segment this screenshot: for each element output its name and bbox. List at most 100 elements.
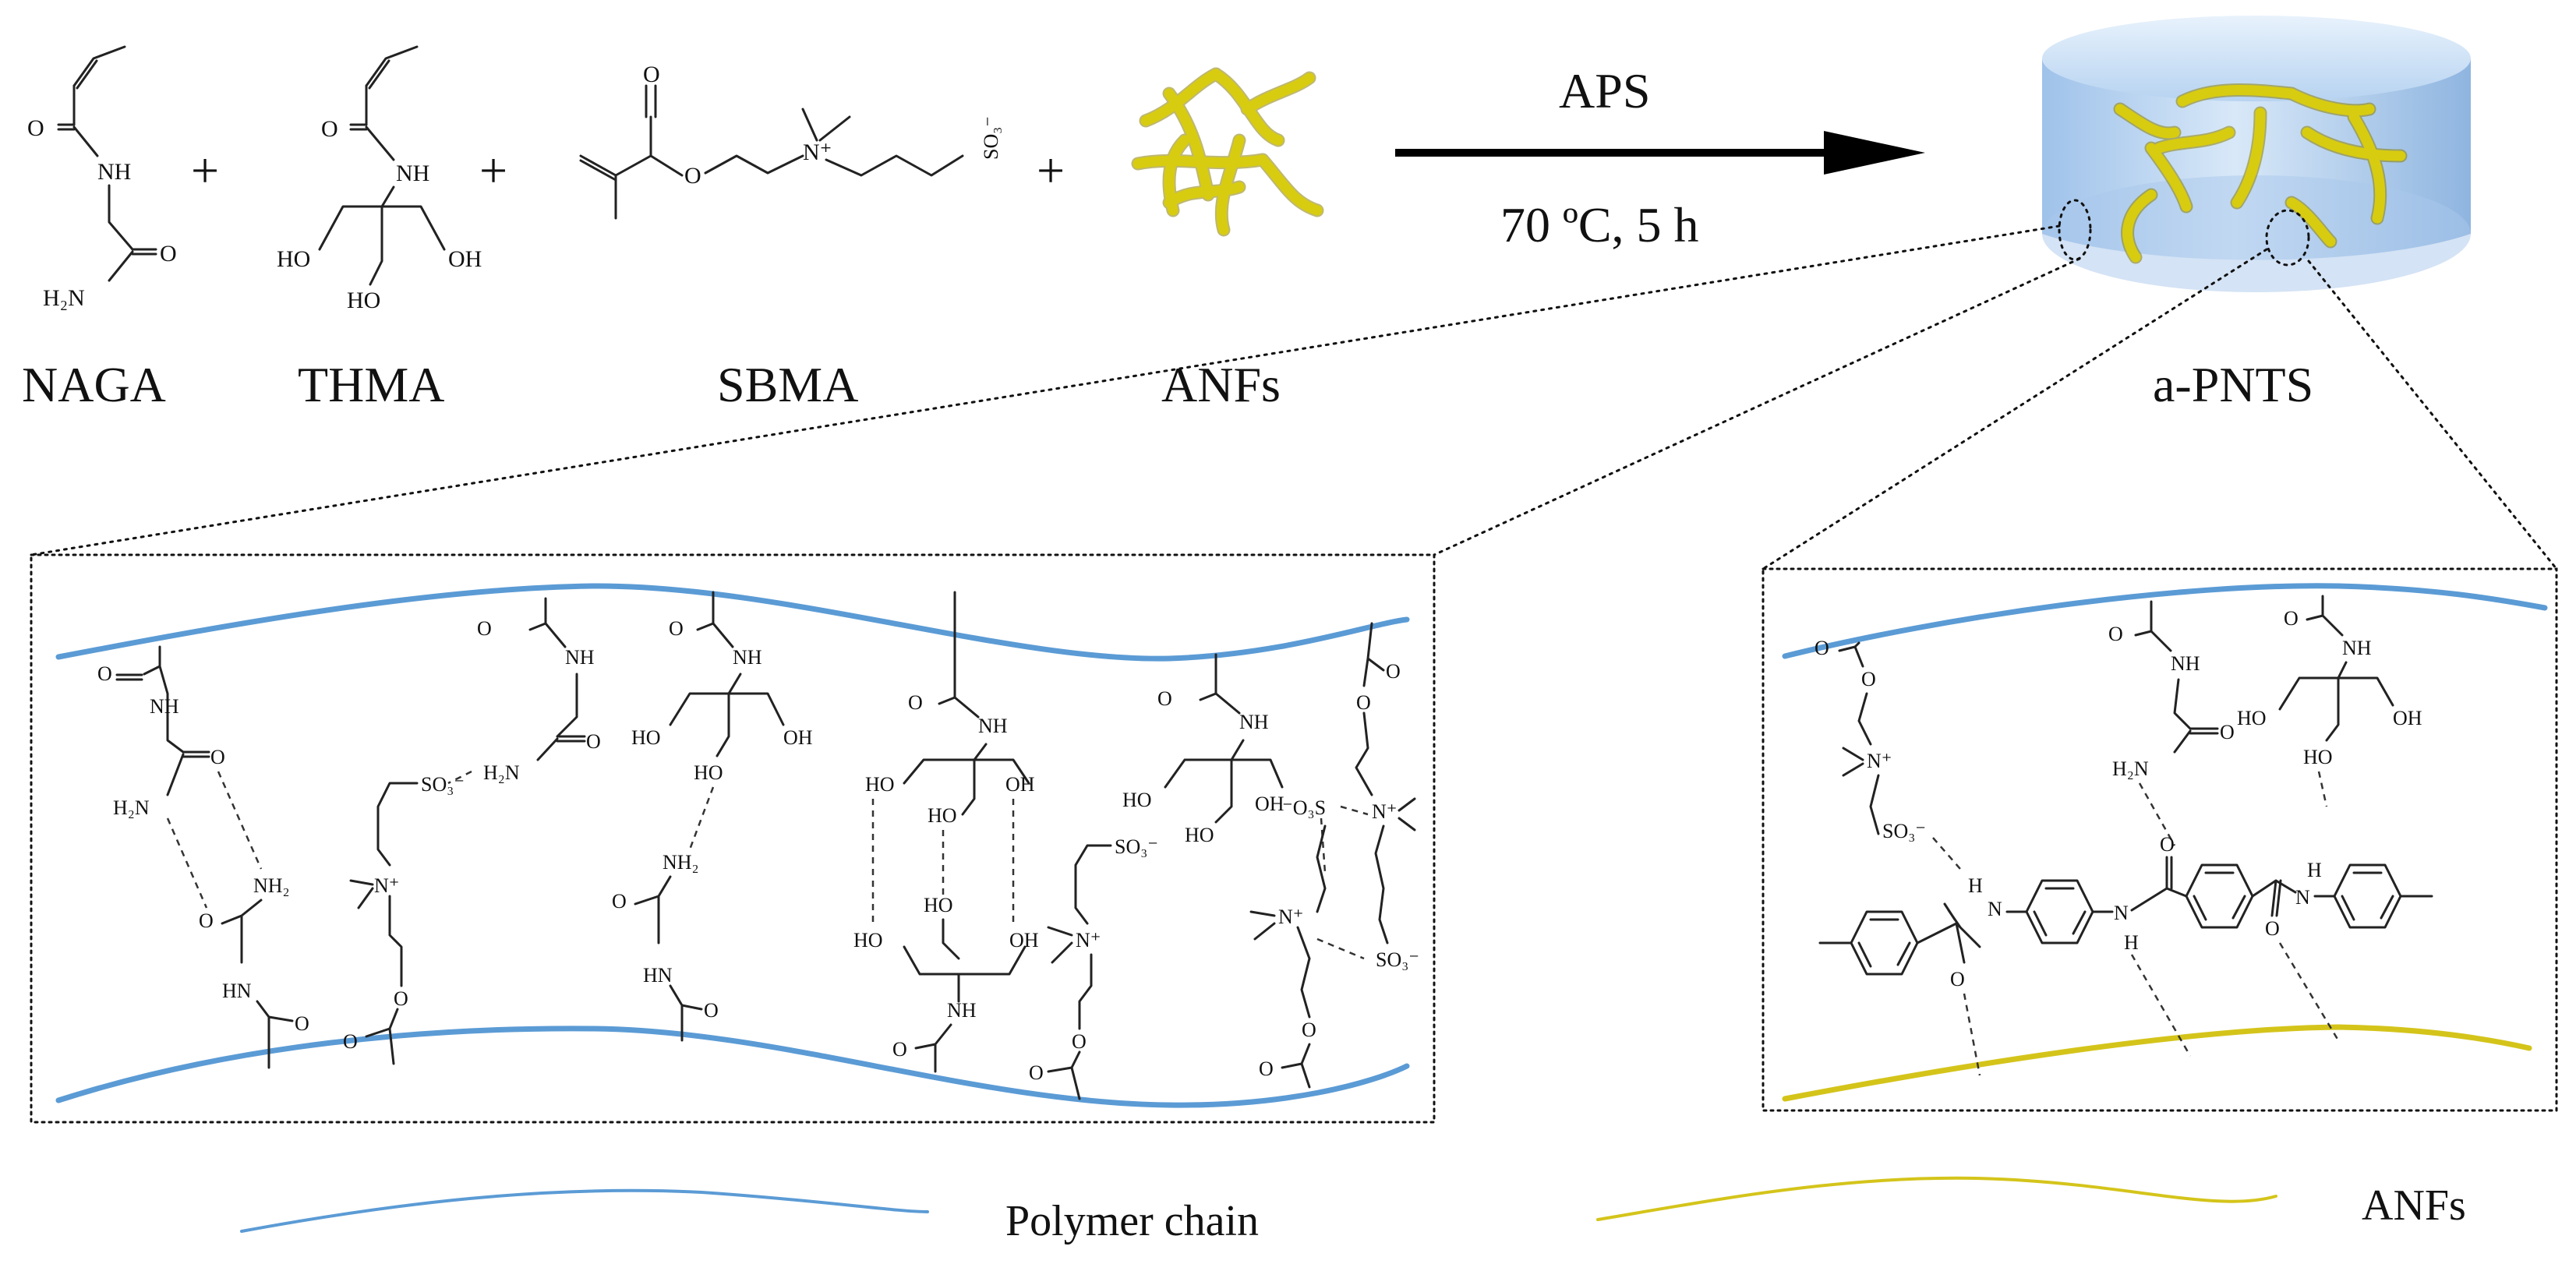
atom-nh: NH [2171,652,2200,675]
atom-oh: OH [448,246,482,272]
atom-nh: NH [978,715,1008,737]
polymer-chain-top [1782,583,2548,659]
atom-o: O [295,1012,309,1035]
atom-ho: HO [1122,789,1152,811]
atom-o: O [2160,833,2175,856]
atom-o: O [684,163,701,189]
atom-o: O [704,999,719,1022]
atom-nh: NH [396,161,429,186]
atom-h: H [1968,874,1983,897]
legend: Polymer chain ANFs [240,1176,2466,1245]
atom-ho: HO [2237,707,2267,729]
atom-nh: NH [947,999,977,1022]
label-conditions: 70 ºC, 5 h [1500,197,1699,252]
atom-h2n: H₂N [43,285,85,311]
atom-so3-minus: SO₃⁻ [1115,835,1158,858]
atom-o: O [97,662,112,685]
atom-ho: HO [277,246,310,272]
label-sbma: SBMA [717,357,858,412]
atom-o: O [669,617,684,640]
atom-ho: HO [694,761,723,784]
atom-o3s-minus: ⁻O₃S [1282,796,1326,819]
atom-ho: HO [347,288,380,313]
atom-ho: HO [631,726,661,749]
atom-ho: HO [928,804,957,827]
zoom-circle-anf [2265,209,2310,267]
atom-n-plus: N⁺ [1867,750,1892,772]
atom-oh: OH [783,726,813,749]
atom-o: O [1356,691,1371,714]
atom-nh2: NH₂ [253,874,290,897]
atom-ho: HO [865,773,895,796]
label-aps: APS [1559,63,1650,118]
atom-o: O [1815,637,1829,659]
atom-ho: HO [924,894,953,916]
label-anfs: ANFs [1161,357,1281,412]
label-naga: NAGA [22,357,166,412]
atom-n-plus: N⁺ [1076,929,1101,952]
atom-nh: NH [1239,711,1269,733]
plus-sign: + [1037,143,1065,198]
atom-o: O [394,987,408,1010]
atom-o: O [1861,668,1876,690]
atom-n-plus: N⁺ [1278,906,1304,928]
reaction-arrow [1395,131,1925,175]
atom-n: N [2295,886,2310,909]
atom-o: O [892,1038,907,1061]
atom-oh: OH [2393,707,2422,729]
atom-nh: NH [733,646,762,669]
atom-nh: NH [150,695,179,718]
atom-o: O [1302,1019,1316,1041]
zoom-circle-polymer [2058,199,2092,261]
label-thma: THMA [298,357,444,412]
atom-o: O [2265,917,2280,940]
atom-o: O [2284,607,2299,630]
atom-ho: HO [1185,824,1214,846]
atom-o: O [586,730,601,753]
atom-so3-minus: SO₃⁻ [980,116,1002,160]
atom-o: O [1950,968,1965,990]
atom-hn: HN [643,964,673,987]
atom-hn: HN [222,980,252,1002]
legend-anfs-label: ANFs [2362,1181,2466,1230]
atom-o: O [343,1030,358,1053]
atom-o: O [643,62,660,87]
atom-o: O [1072,1030,1087,1053]
atom-o: O [210,746,225,768]
atom-o: O [1029,1061,1044,1084]
plus-sign: + [479,143,507,198]
anfs-tangle-icon [1131,67,1324,237]
atom-h2n: H₂N [113,796,150,819]
zoom-panel-anf-interface [1762,567,2558,1112]
atom-ho: HO [2303,746,2333,768]
atom-o: O [477,617,492,640]
atom-n: N [1988,898,2002,920]
atom-h: H [2124,931,2139,954]
atom-o: O [321,116,338,142]
polymer-network-detail: O NH O H₂N NH₂ O HN O O NH O H₂N SO₃⁻ N⁺… [55,583,1419,1108]
atom-ho: HO [853,929,883,952]
hydrogel-cylinder [2042,16,2471,292]
atom-so3-minus: SO₃⁻ [421,773,465,796]
atom-o: O [908,691,923,714]
atom-o: O [1157,687,1172,710]
plus-sign: + [191,143,219,198]
atom-o: O [2220,721,2235,743]
atom-h: H [2307,859,2322,881]
atom-o: O [1386,660,1401,683]
atom-n: N [2114,902,2129,924]
anf-interface-detail: O O N⁺ SO₃⁻ O NH O H₂N O NH HO OH HO O H… [1782,583,2548,1102]
atom-o: O [27,115,44,141]
naga-structure: O NH O H₂N [27,45,177,311]
atom-o: O [2108,623,2123,645]
polymer-chain-bottom [55,1026,1410,1108]
atom-o: O [199,909,214,932]
sbma-structure: O O N⁺ SO₃⁻ [579,62,1002,220]
atom-o: O [160,241,177,267]
label-a-pnts: a-PNTS [2153,357,2313,412]
atom-oh: OH [1255,793,1284,815]
atom-so3-minus: SO₃⁻ [1376,948,1419,971]
legend-anfs-swatch [1596,1176,2277,1221]
